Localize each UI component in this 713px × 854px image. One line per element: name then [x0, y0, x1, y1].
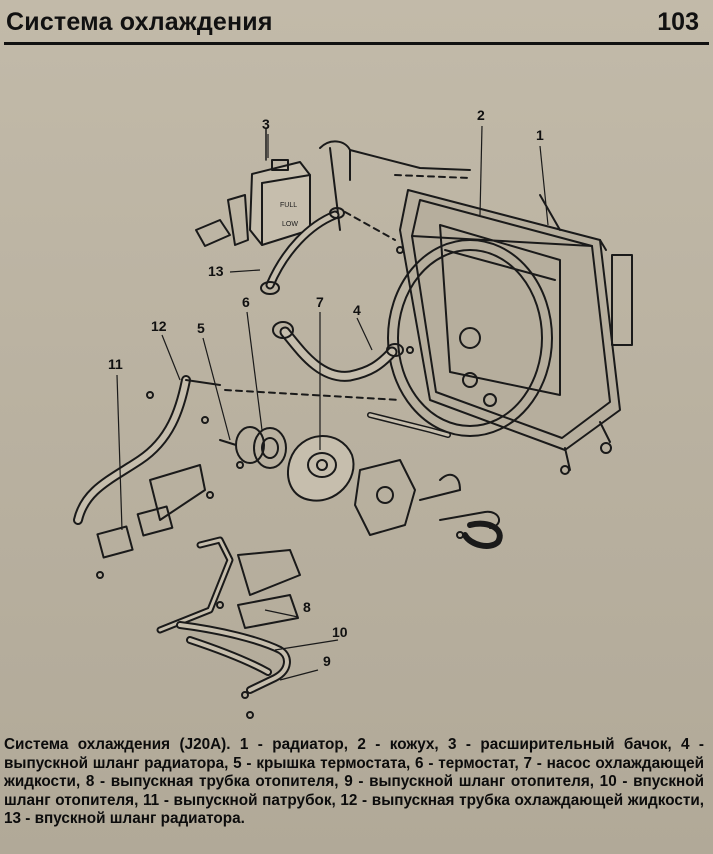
header-rule: [4, 42, 709, 45]
callout-9: 9: [323, 653, 331, 669]
callout-11: 11: [108, 356, 123, 372]
callout-1: 1: [536, 127, 544, 143]
callout-4: 4: [353, 302, 361, 318]
callout-10: 10: [332, 624, 348, 640]
callout-13: 13: [208, 263, 224, 279]
cooling-system-diagram: FULL LOW: [0, 50, 713, 735]
heater-outlet-tube: [156, 536, 301, 634]
section-title: Система охлаждения: [6, 8, 273, 36]
reservoir-tank: FULL LOW: [249, 159, 311, 246]
callout-3: 3: [262, 116, 270, 132]
radiator: [399, 189, 633, 475]
thermostat-assembly: [219, 426, 287, 469]
callout-8: 8: [303, 599, 311, 615]
page-header: Система охлаждения 103: [0, 0, 713, 42]
callout-leaders: [116, 125, 549, 681]
page-number: 103: [657, 8, 699, 36]
tank-label-full: FULL: [280, 202, 297, 209]
callout-12: 12: [151, 318, 167, 334]
callout-5: 5: [197, 320, 205, 336]
callout-2: 2: [477, 107, 485, 123]
callout-6: 6: [242, 294, 250, 310]
figure-caption: Система охлаждения (J20A). 1 - радиатор,…: [4, 736, 704, 828]
diagram-drawing: FULL LOW: [73, 125, 633, 719]
tank-label-low: LOW: [282, 221, 298, 228]
fan-shroud: [387, 224, 561, 437]
callout-7: 7: [316, 294, 324, 310]
water-pump: [287, 435, 355, 502]
